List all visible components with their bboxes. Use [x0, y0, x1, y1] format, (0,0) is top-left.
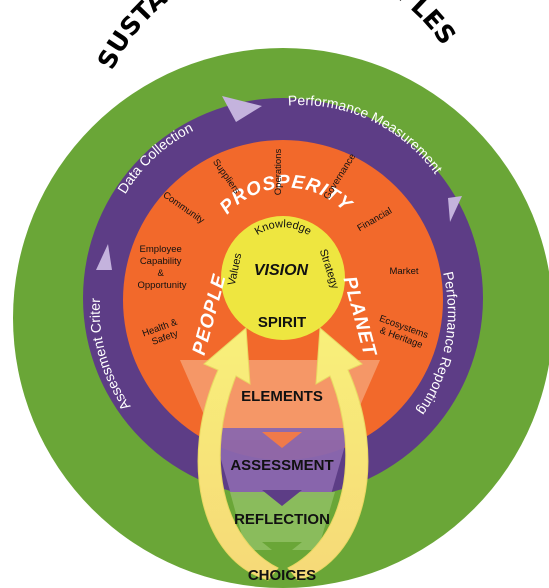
item-market: Market	[389, 266, 418, 277]
item-operations: Operations	[273, 149, 284, 196]
stage-choices: CHOICES	[248, 567, 316, 584]
core-vision: VISION	[254, 262, 309, 279]
left-cycle-arrow-icon	[197, 326, 279, 581]
assessment-band	[212, 428, 350, 498]
stage-reflection: REFLECTION	[234, 511, 330, 528]
stage-assessment: ASSESSMENT	[230, 457, 333, 474]
arrow-top-icon	[222, 96, 262, 122]
arrow-left-icon	[96, 244, 112, 270]
stage-spirit: SPIRIT	[258, 314, 306, 331]
yellow-core	[221, 216, 345, 340]
stage-elements: ELEMENTS	[241, 388, 323, 405]
reflection-chevron-icon	[262, 542, 302, 558]
assessment-chevron-icon	[262, 490, 302, 506]
arrow-right-icon	[448, 196, 462, 222]
core-knowledge: Knowledge	[253, 218, 314, 238]
item-employee-capability: Employee Capability & Opportunity	[137, 244, 186, 291]
right-cycle-arrow-icon	[287, 326, 369, 581]
elements-chevron-icon	[262, 432, 302, 448]
reflection-band	[230, 492, 335, 550]
